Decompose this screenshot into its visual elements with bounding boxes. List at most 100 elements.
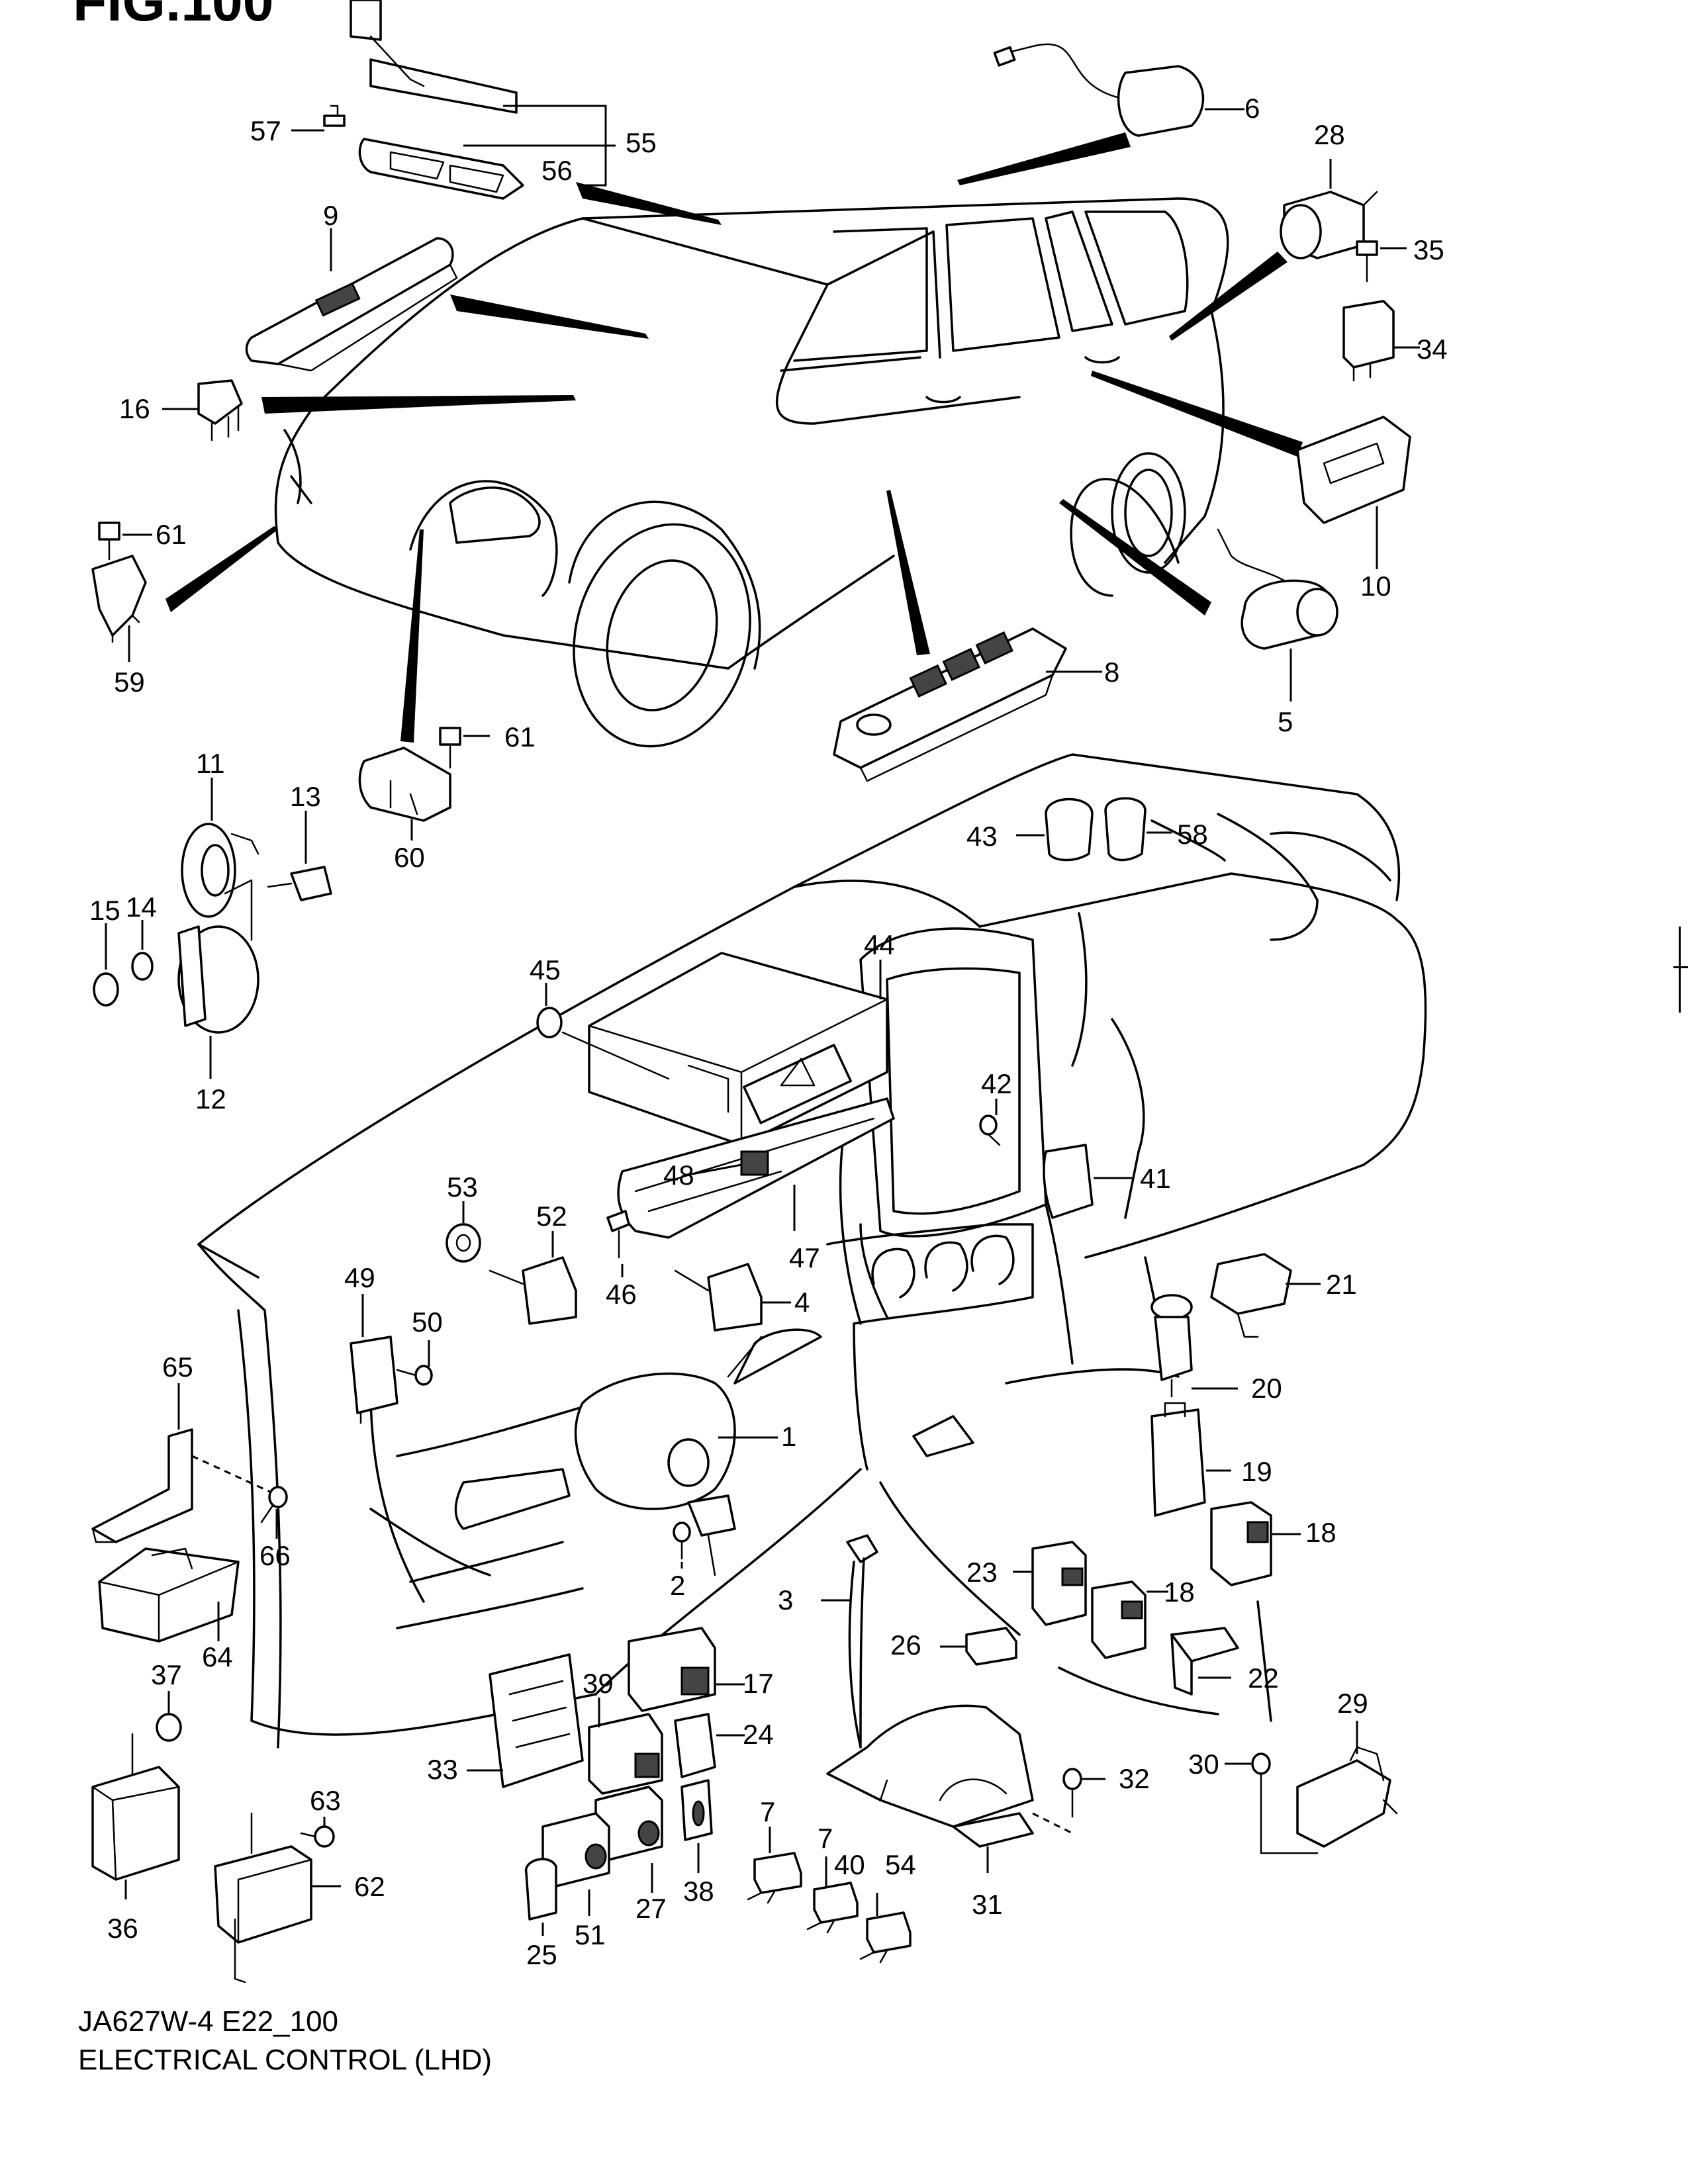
part-screw-66 bbox=[191, 1455, 288, 1539]
part-switch-18a bbox=[1210, 1501, 1301, 1586]
part-airbag-module-31 bbox=[826, 1704, 1034, 1873]
callout-22: 22 bbox=[1248, 1662, 1279, 1694]
callout-60: 60 bbox=[394, 842, 425, 873]
part-dome-lamp bbox=[350, 0, 616, 200]
part-sensor-4 bbox=[674, 1263, 791, 1332]
callout-57: 57 bbox=[250, 115, 281, 146]
callout-33: 33 bbox=[427, 1754, 458, 1785]
callout-12: 12 bbox=[195, 1083, 226, 1115]
part-button-43 bbox=[1016, 797, 1094, 862]
callout-34: 34 bbox=[1417, 334, 1448, 365]
part-switch-27 bbox=[594, 1786, 663, 1893]
callout-46: 46 bbox=[606, 1279, 637, 1310]
part-screw-50 bbox=[396, 1340, 433, 1386]
callout-62: 62 bbox=[354, 1871, 385, 1902]
part-switch-22 bbox=[1170, 1627, 1239, 1696]
part-relay-16 bbox=[162, 379, 243, 441]
part-sensor-29 bbox=[1296, 1721, 1398, 1848]
callout-47: 47 bbox=[789, 1242, 820, 1273]
callout-5: 5 bbox=[1278, 706, 1293, 737]
callout-52: 52 bbox=[536, 1201, 567, 1232]
part-lighter-28 bbox=[1280, 159, 1378, 259]
callout-20: 20 bbox=[1251, 1373, 1282, 1404]
callout-19: 19 bbox=[1241, 1456, 1272, 1487]
part-horn-11 bbox=[181, 778, 259, 918]
callout-16: 16 bbox=[119, 393, 150, 424]
dashboard-outline bbox=[197, 753, 1427, 1749]
part-box-64 bbox=[98, 1547, 240, 1643]
callout-50: 50 bbox=[412, 1306, 443, 1338]
part-switch-51 bbox=[541, 1812, 610, 1916]
vehicle-outline bbox=[274, 197, 1229, 748]
callout-49: 49 bbox=[344, 1262, 375, 1293]
part-bolt-13 bbox=[267, 811, 332, 901]
callout-1: 1 bbox=[781, 1421, 796, 1452]
part-screw-32 bbox=[1032, 1768, 1105, 1835]
part-socket-20 bbox=[1150, 1294, 1238, 1398]
part-horn-12 bbox=[177, 879, 259, 1079]
callout-11: 11 bbox=[196, 748, 225, 779]
part-screw-42 bbox=[979, 1099, 1001, 1146]
callout-51: 51 bbox=[575, 1919, 606, 1950]
part-switch-24 bbox=[674, 1713, 745, 1778]
callout-35: 35 bbox=[1413, 234, 1444, 265]
callout-53: 53 bbox=[447, 1171, 478, 1203]
part-relay-49 bbox=[350, 1294, 399, 1424]
callout-21: 21 bbox=[1326, 1269, 1357, 1300]
callout-40: 40 bbox=[834, 1849, 865, 1880]
callout-36: 36 bbox=[107, 1913, 138, 1944]
part-nut-37 bbox=[156, 1691, 182, 1742]
part-screw-46 bbox=[606, 1210, 630, 1277]
part-switch-21 bbox=[1210, 1253, 1321, 1338]
callout-4: 4 bbox=[794, 1287, 810, 1318]
part-bezel-33 bbox=[467, 1653, 584, 1788]
margin-mark-vertical bbox=[1679, 927, 1681, 1013]
part-switch-17 bbox=[628, 1627, 745, 1712]
part-bolt-61 bbox=[98, 522, 152, 561]
callout-23: 23 bbox=[966, 1557, 998, 1588]
callout-8: 8 bbox=[1104, 657, 1119, 688]
part-unit-41 bbox=[1043, 1144, 1132, 1219]
callout-48: 48 bbox=[663, 1160, 694, 1191]
part-bracket-59 bbox=[91, 555, 147, 662]
diagram-code: JA627W-4 E22_100 bbox=[78, 2005, 339, 2038]
callout-labels: 57 56 55 9 16 61 59 61 60 6 28 35 34 10 … bbox=[89, 93, 1448, 1970]
part-button-58 bbox=[1104, 797, 1172, 862]
part-switch-10 bbox=[1296, 416, 1411, 569]
callout-7a: 7 bbox=[760, 1796, 775, 1827]
callout-65: 65 bbox=[162, 1351, 193, 1383]
part-sensor-52 bbox=[489, 1231, 577, 1325]
callout-38: 38 bbox=[683, 1876, 714, 1907]
part-switch-38 bbox=[680, 1779, 713, 1873]
part-bracket-60 bbox=[358, 747, 451, 841]
callout-44: 44 bbox=[864, 929, 895, 960]
callout-7b: 7 bbox=[818, 1823, 833, 1854]
part-nut-15 bbox=[93, 923, 119, 1007]
part-screw-35 bbox=[1356, 240, 1407, 283]
part-nut-53 bbox=[445, 1201, 481, 1263]
callout-54: 54 bbox=[885, 1849, 916, 1880]
callout-13: 13 bbox=[290, 781, 321, 812]
callout-56: 56 bbox=[541, 155, 573, 186]
callout-58: 58 bbox=[1177, 819, 1208, 850]
part-bracket-65 bbox=[91, 1383, 193, 1543]
margin-mark bbox=[1673, 966, 1688, 968]
callout-31: 31 bbox=[972, 1889, 1003, 1920]
callout-2: 2 bbox=[670, 1570, 685, 1601]
callout-37: 37 bbox=[151, 1659, 182, 1690]
part-lamp-5 bbox=[1217, 528, 1338, 702]
part-switch-39 bbox=[588, 1698, 663, 1795]
callout-3: 3 bbox=[778, 1584, 793, 1615]
part-switch-23 bbox=[1013, 1541, 1087, 1626]
callout-9: 9 bbox=[323, 200, 338, 231]
callout-14: 14 bbox=[126, 891, 157, 923]
callout-45: 45 bbox=[530, 954, 561, 985]
part-relay-7a bbox=[747, 1827, 802, 1904]
part-relay-40-54 bbox=[859, 1893, 912, 1964]
callout-17: 17 bbox=[743, 1668, 774, 1699]
part-control-unit-44 bbox=[588, 952, 888, 1146]
callout-55: 55 bbox=[626, 127, 657, 158]
part-switch-25 bbox=[525, 1858, 557, 1936]
callout-28: 28 bbox=[1314, 119, 1345, 150]
